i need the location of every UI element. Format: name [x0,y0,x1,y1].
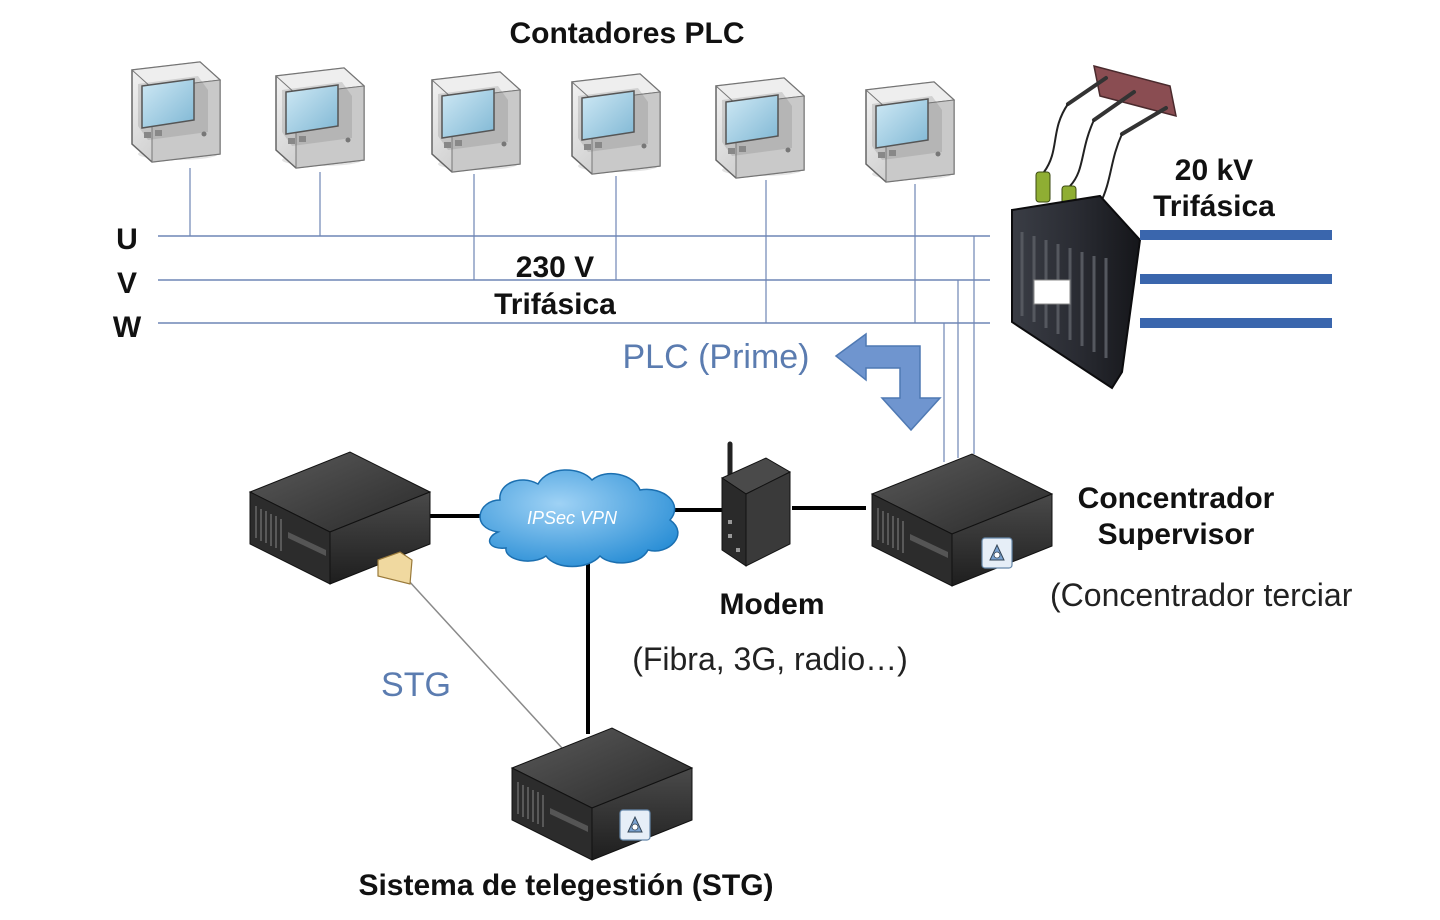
diagram-title: Contadores PLC [509,17,744,50]
concentrator-badge-icon [981,537,1013,569]
plc-meter-icon [131,61,221,163]
network-links [407,506,866,749]
phase-label-w: W [113,311,142,344]
low-voltage-type: Trifásica [494,288,616,321]
telemanagement-title: Sistema de telegestión (STG) [358,869,773,902]
vpn-cloud-icon [479,469,679,568]
concentrator-note: (Concentrador terciar [1050,577,1353,613]
concentrator-title: Concentrador [1078,482,1275,515]
plc-bidirectional-arrow-icon [834,332,942,432]
stg-connection-line [407,579,563,749]
concentrator-subtitle: Supervisor [1098,518,1255,551]
modem-title: Modem [720,588,825,621]
telemanagement-server-icon [511,727,693,861]
stg-label: STG [381,666,451,704]
plc-meter-icon [715,77,805,179]
plc-meter-icon [865,81,955,183]
low-voltage-label: 230 V [516,251,594,284]
concentrator-server-icon [871,453,1053,587]
modem-icon [720,441,792,567]
concentrator-feed-lines [943,236,975,462]
plc-meter-icon [431,71,521,173]
meter-drop-lines [189,168,916,323]
high-voltage-lines [1140,230,1332,328]
plc-meter-icon [571,73,661,175]
phase-label-v: V [117,267,137,300]
folder-icon [377,551,413,585]
plc-protocol-label: PLC (Prime) [622,338,809,376]
high-voltage-type: Trifásica [1153,190,1275,223]
transformer-icon [1011,64,1177,390]
vpn-label: IPSec VPN [527,508,618,528]
telemanagement-badge-icon [619,809,651,841]
modem-subtitle: (Fibra, 3G, radio…) [632,641,908,677]
plc-meter-icon [275,67,365,169]
phase-label-u: U [116,223,138,256]
high-voltage-label: 20 kV [1175,154,1253,187]
phase-lines [158,235,990,324]
